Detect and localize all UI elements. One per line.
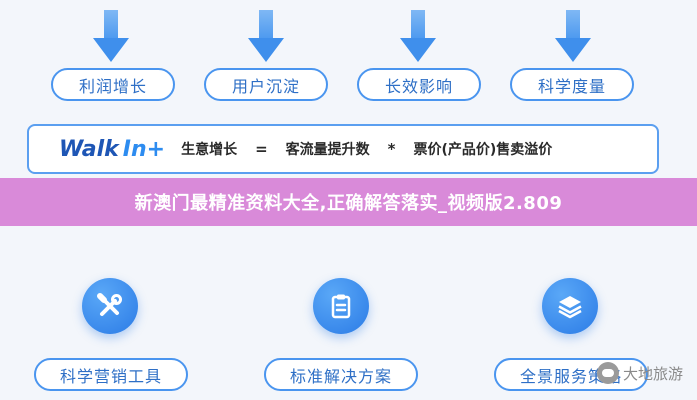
pill-long-term-impact: 长效影响 <box>357 68 481 101</box>
down-arrow-icon <box>93 10 129 64</box>
down-arrow-icon <box>248 10 284 64</box>
watermark-logo-icon <box>596 362 619 384</box>
wrench-screwdriver-icon <box>82 278 138 334</box>
down-arrow-icon <box>400 10 436 64</box>
pill-profit-growth: 利润增长 <box>51 68 175 101</box>
layers-icon <box>542 278 598 334</box>
logo-walk-text: Walk <box>59 136 119 162</box>
tools-glyph <box>97 293 122 316</box>
formula-term-traffic: 客流量提升数 <box>285 142 370 158</box>
logo-in-text: In+ <box>122 136 166 162</box>
pill-user-retention: 用户沉淀 <box>204 68 328 101</box>
title-banner: 新澳门最精准资料大全,正确解答落实_视频版2.809 <box>0 178 697 226</box>
pill-standard-solutions: 标准解决方案 <box>264 358 418 391</box>
formula-term-business-growth: 生意增长 <box>181 142 238 158</box>
down-arrow-icon <box>555 10 591 64</box>
watermark: 大地旅游 <box>596 362 683 384</box>
banner-title: 新澳门最精准资料大全,正确解答落实_视频版2.809 <box>134 193 563 214</box>
pill-marketing-tools: 科学营销工具 <box>34 358 188 391</box>
pill-scientific-measure: 科学度量 <box>510 68 634 101</box>
watermark-text: 大地旅游 <box>622 364 683 383</box>
formula-equals: = <box>255 140 268 158</box>
pill-service-strategy: 全景服务策略 <box>494 358 648 391</box>
formula-multiply: * <box>387 140 396 158</box>
layers-glyph <box>558 296 582 319</box>
clipboard-icon <box>313 278 369 334</box>
formula-term-premium: 票价(产品价)售卖溢价 <box>413 142 553 158</box>
clipboard-glyph <box>331 294 351 319</box>
